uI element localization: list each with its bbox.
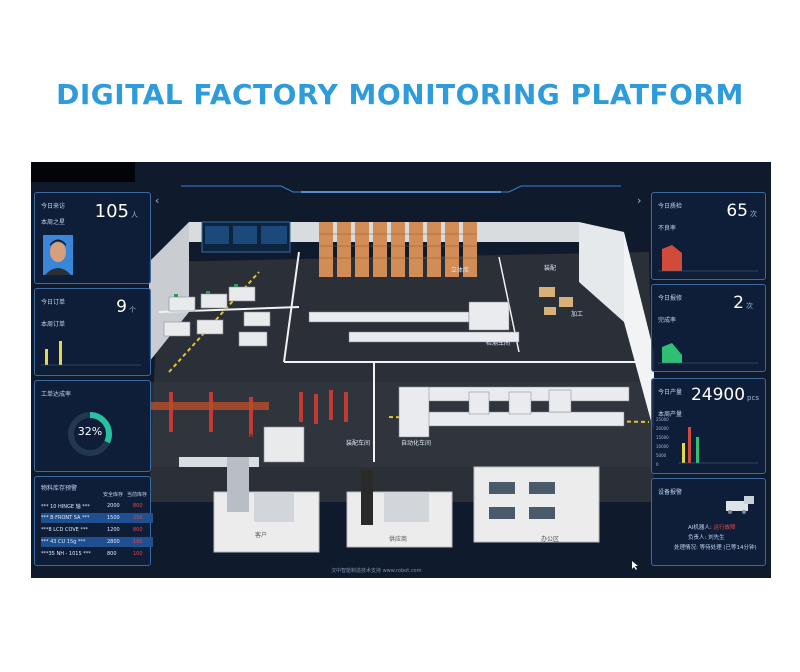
repair-sublabel: 完成率 [658, 317, 677, 324]
output-sublabel: 本周产量 [658, 411, 683, 418]
device-line3: 处理情况: 等待处理 (已等14分钟) [674, 545, 757, 551]
zone-label-supplier: 供应商 [389, 536, 408, 543]
zone-label-customer: 客户 [255, 532, 268, 539]
table-row: ***8 LCD COVE *** 1200 800 [41, 525, 153, 535]
zone-label-assembly: 装配 [544, 265, 557, 272]
material-safe-stock: 1500 [107, 515, 120, 521]
repair-unit: 次 [746, 302, 753, 310]
output-y-tick: 0 [656, 462, 659, 467]
material-name: *** 43 CU 15g *** [41, 539, 86, 545]
orders-label: 今日订单 [41, 299, 66, 306]
nav-prev-icon[interactable]: ‹ [155, 194, 160, 207]
material-current-stock: 800 [133, 527, 143, 533]
orders-sublabel: 本周订单 [41, 321, 66, 328]
dashboard-screen: ‹ › [31, 162, 771, 578]
footer-credit: 汉中智能制造技术支持 www.robot.com [331, 568, 422, 574]
inspection-area-chart [658, 245, 758, 272]
visitors-unit: 人 [131, 211, 138, 219]
material-name: ***35 NH - 1015 *** [41, 551, 91, 557]
materials-title: 物料库存预警 [41, 485, 78, 492]
device-line1-label: AI机器人: [688, 525, 712, 531]
orders-mini-chart [41, 341, 141, 366]
output-y-ticks: 25000 20000 15000 10000 5000 0 [656, 417, 676, 467]
orders-unit: 个 [129, 306, 136, 314]
output-bar-chart [678, 427, 758, 464]
table-row: *** B FRONT SA *** 1500 250 [41, 513, 153, 523]
inspection-unit: 次 [750, 210, 757, 218]
page-headline: DIGITAL FACTORY MONITORING PLATFORM [56, 78, 744, 111]
zone-label-inspection: 检测车间 [486, 340, 511, 347]
material-name: *** B FRONT SA *** [41, 515, 90, 521]
zone-label-board: 生产看板 [231, 434, 256, 441]
material-current-stock: 100 [133, 551, 143, 557]
inspection-sublabel: 不良率 [658, 225, 677, 232]
header-frame-line [181, 185, 621, 193]
device-alarm-panel: 设备报警 AI机器人: 运行故障 负责人: 刘先生 处理情况: 等待处理 (已等… [651, 478, 766, 566]
production-board-screen [201, 221, 291, 253]
materials-header-safe: 安全库存 [103, 492, 124, 498]
table-row: ***35 NH - 1015 *** 800 100 [41, 549, 153, 559]
avatar [43, 235, 73, 275]
output-label: 今日产量 [658, 389, 683, 396]
zone-label-office: 办公区 [541, 536, 560, 543]
inspection-label: 今日质检 [658, 203, 683, 210]
table-row: *** 10 HINGE 轴 *** 2000 800 [41, 501, 153, 511]
material-name: *** 10 HINGE 轴 *** [41, 504, 90, 510]
output-y-tick: 25000 [656, 417, 669, 422]
repair-label: 今日报修 [658, 295, 683, 302]
factory-floor-scene [149, 221, 654, 553]
robot-icon [726, 496, 754, 514]
material-safe-stock: 2000 [107, 503, 120, 509]
material-safe-stock: 800 [107, 551, 117, 557]
efficiency-gauge [68, 412, 112, 456]
output-y-tick: 15000 [656, 435, 669, 440]
repair-value: 2 [733, 293, 744, 313]
materials-panel: 物料库存预警 安全库存 当前库存 *** 10 HINGE 轴 *** 2000 8… [34, 476, 153, 566]
mouse-cursor-icon [632, 561, 638, 570]
output-unit: pcs [747, 394, 759, 402]
nav-next-icon[interactable]: › [637, 194, 642, 207]
material-safe-stock: 1200 [107, 527, 120, 533]
material-safe-stock: 2800 [107, 539, 120, 545]
zone-label-assembly-shop: 装配车间 [346, 440, 371, 447]
output-y-tick: 5000 [656, 453, 667, 458]
redacted-title-bar [31, 162, 135, 182]
material-current-stock: 180 [133, 539, 143, 545]
inspection-value: 65 [726, 201, 748, 221]
material-current-stock: 800 [133, 503, 143, 509]
output-y-tick: 20000 [656, 426, 669, 431]
efficiency-panel: 工单达成率 32% [34, 380, 151, 472]
output-y-tick: 10000 [656, 444, 669, 449]
device-alarm-title: 设备报警 [658, 489, 683, 496]
repair-area-chart [658, 343, 758, 364]
orders-value: 9 [116, 297, 127, 317]
visitors-label: 今日来访 [41, 203, 66, 210]
visitors-sublabel: 本周之星 [41, 219, 66, 226]
efficiency-label: 工单达成率 [41, 391, 72, 398]
zone-label-automation: 自动化车间 [401, 440, 432, 447]
zone-label-processing: 加工 [571, 311, 584, 318]
table-row: *** 43 CU 15g *** 2800 180 [41, 537, 153, 547]
device-line2: 负责人: 刘先生 [688, 535, 725, 541]
visitors-value: 105 [94, 201, 129, 222]
material-current-stock: 250 [133, 515, 143, 521]
output-value: 24900 [690, 385, 746, 405]
efficiency-percent: 32% [77, 425, 103, 438]
zone-label-warehouse: 立体库 [451, 267, 470, 274]
material-name: ***8 LCD COVE *** [41, 527, 88, 533]
device-line1-status: 运行故障 [713, 525, 736, 531]
materials-header-current: 当前库存 [127, 492, 148, 498]
